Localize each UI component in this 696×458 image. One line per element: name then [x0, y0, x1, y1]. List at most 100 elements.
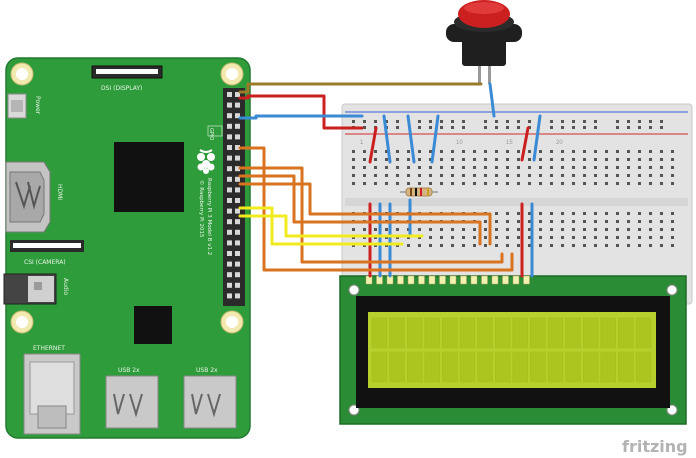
breadboard-hole [539, 212, 542, 215]
lcd-char-cell [635, 317, 652, 349]
breadboard-hole [462, 150, 465, 153]
lcd-char-cell [530, 351, 546, 383]
breadboard-hole [561, 166, 564, 169]
gpio-pin [235, 229, 240, 235]
breadboard-hole [550, 212, 553, 215]
breadboard-hole [451, 120, 454, 123]
breadboard-hole [660, 228, 663, 231]
breadboard-hole [550, 126, 553, 129]
breadboard-hole [363, 174, 366, 177]
breadboard-hole [550, 236, 553, 239]
breadboard-hole [473, 174, 476, 177]
breadboard-hole [506, 244, 509, 247]
breadboard-hole [429, 228, 432, 231]
breadboard-hole [583, 120, 586, 123]
lcd-char-cell [407, 351, 423, 383]
wire-yellow [238, 214, 424, 238]
breadboard-hole [561, 220, 564, 223]
breadboard-hole [506, 220, 509, 223]
breadboard-hole [627, 166, 630, 169]
breadboard-hole [528, 182, 531, 185]
breadboard-hole [594, 182, 597, 185]
breadboard-hole [649, 220, 652, 223]
breadboard-hole [616, 126, 619, 129]
breadboard-hole [429, 150, 432, 153]
lcd-pin [397, 275, 404, 285]
breadboard-hole [363, 166, 366, 169]
breadboard-hole [407, 150, 410, 153]
breadboard-hole [561, 228, 564, 231]
breadboard-hole [539, 150, 542, 153]
breadboard-hole [660, 174, 663, 177]
breadboard-hole [572, 182, 575, 185]
breadboard-hole [396, 126, 399, 129]
lcd-char-cell [389, 317, 405, 349]
breadboard-hole [561, 120, 564, 123]
copyright-text: © Raspberry Pi 2015 [198, 180, 205, 238]
gpio-pins [227, 92, 240, 299]
wires [238, 82, 542, 278]
breadboard-hole [572, 120, 575, 123]
breadboard-hole [572, 174, 575, 177]
lcd-char-cell [565, 351, 581, 383]
breadboard-hole [638, 236, 641, 239]
lcd-char-cell [442, 351, 458, 383]
breadboard-hole [374, 182, 377, 185]
breadboard-hole [462, 236, 465, 239]
breadboard-hole [660, 166, 663, 169]
wire-orange [238, 182, 492, 246]
raspberry-logo-icon [197, 149, 215, 174]
lcd-char-cell [477, 351, 493, 383]
breadboard-hole [385, 174, 388, 177]
lcd-pin [481, 275, 488, 285]
resistor [400, 187, 438, 197]
breadboard-hole [594, 120, 597, 123]
breadboard-hole [561, 212, 564, 215]
breadboard-hole [583, 126, 586, 129]
breadboard-hole [385, 228, 388, 231]
breadboard-hole [594, 158, 597, 161]
breadboard-hole [418, 174, 421, 177]
breadboard-hole [473, 244, 476, 247]
breadboard-hole [484, 220, 487, 223]
lcd-pin [523, 275, 530, 285]
breadboard-hole [517, 174, 520, 177]
breadboard-hole [484, 158, 487, 161]
breadboard-hole [451, 126, 454, 129]
lcd-char-cell [512, 317, 528, 349]
breadboard-hole [484, 174, 487, 177]
dsi-label: DSI (DISPLAY) [101, 85, 142, 92]
breadboard-hole [517, 182, 520, 185]
breadboard-hole [506, 174, 509, 177]
breadboard-hole [583, 182, 586, 185]
breadboard-hole [528, 166, 531, 169]
breadboard-hole [418, 166, 421, 169]
breadboard-hole [528, 126, 531, 129]
breadboard-hole [539, 228, 542, 231]
usb-right-label: USB 2x [196, 367, 218, 374]
breadboard-hole [605, 174, 608, 177]
wire-blue [430, 114, 440, 164]
breadboard-hole [363, 228, 366, 231]
breadboard-hole [429, 126, 432, 129]
breadboard-hole [407, 166, 410, 169]
breadboard-hole [528, 228, 531, 231]
breadboard-hole [396, 158, 399, 161]
breadboard-hole [506, 150, 509, 153]
lcd-char-cell [477, 317, 493, 349]
breadboard-hole [484, 182, 487, 185]
breadboard-hole [528, 120, 531, 123]
lcd-pin [418, 275, 425, 285]
breadboard-hole [440, 182, 443, 185]
breadboard-hole [550, 220, 553, 223]
breadboard-hole [616, 236, 619, 239]
breadboard-hole [605, 166, 608, 169]
lcd-pin [439, 275, 446, 285]
breadboard-hole [561, 174, 564, 177]
wire-blue [406, 114, 416, 164]
lcd-pin [460, 275, 467, 285]
lcd-pin [407, 275, 415, 285]
breadboard-hole [528, 212, 531, 215]
lcd-header-pins [365, 275, 530, 285]
breadboard-hole [638, 220, 641, 223]
